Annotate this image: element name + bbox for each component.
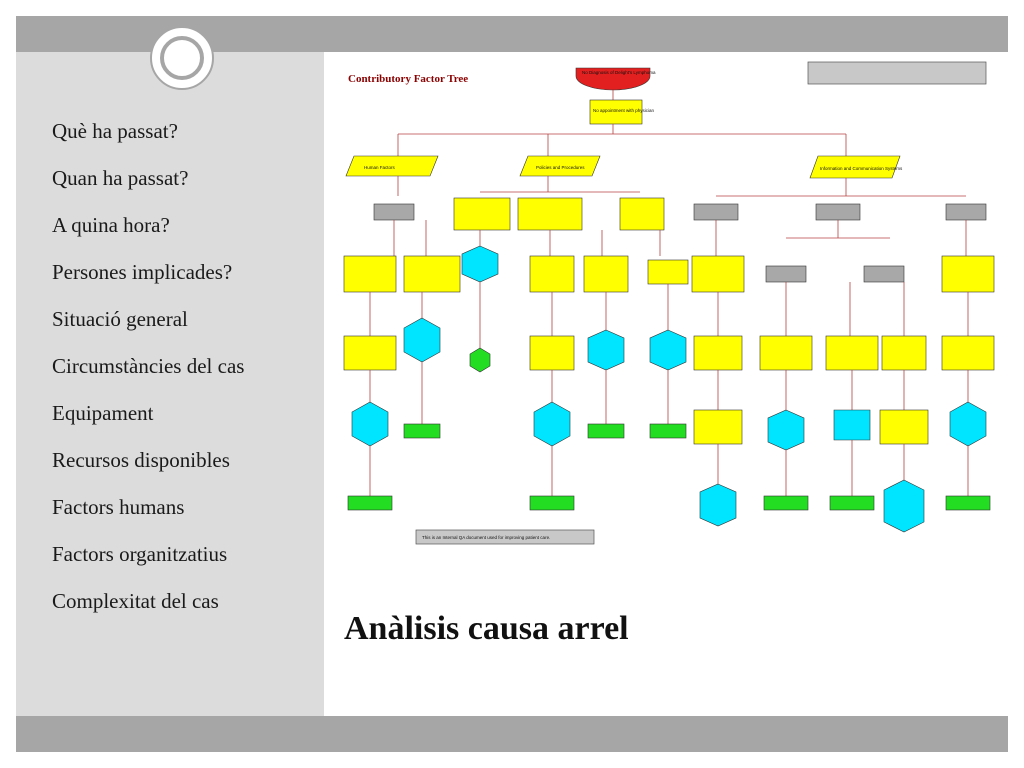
green-action-node [403,423,441,439]
gray-node [945,203,987,221]
yellow-node [691,255,745,293]
left-panel [16,52,324,716]
bullet-item: Complexitat del cas [52,589,219,613]
slide-title: Anàlisis causa arrel [344,610,629,647]
cyan-node [833,409,871,441]
footer-box [415,529,595,545]
green-action-node [587,423,625,439]
yellow-node [759,335,813,371]
bullet-item: Factors humans [52,495,185,519]
cyan-hexagon-node [767,409,805,451]
cyan-hexagon-node [403,317,441,363]
category-label: Human Factors [364,165,396,170]
category-label: Policies and Procedures [536,165,585,170]
decorative-ring-icon [150,26,214,90]
bottom-bar [16,716,1008,752]
category-node [519,155,601,177]
cyan-hexagon-node [649,329,687,371]
yellow-node [825,335,879,371]
green-action-node [649,423,687,439]
footer-label: This is an Internal QA document used for… [422,535,550,540]
yellow-node [693,409,743,445]
cyan-hexagon-node [699,483,737,527]
bullet-item: Recursos disponibles [52,448,230,472]
factor-tree-svg: Contributory Factor Tree No Diagnosis of… [343,61,995,545]
bullet-item: Què ha passat? [52,119,178,143]
yellow-node [453,197,511,231]
bullet-list: Què ha passat? Quan ha passat? A quina h… [52,112,322,629]
gray-node [765,265,807,283]
bullet-item: Equipament [52,401,154,425]
cyan-hexagon-node [587,329,625,371]
bullet-item: Factors organitzatius [52,542,228,566]
category-node [345,155,439,177]
category-label: Information and Communication Systems [820,166,903,171]
yellow-node [529,335,575,371]
diagram-title: Contributory Factor Tree [348,73,468,85]
cyan-hexagon-node [883,479,925,533]
green-action-node [469,347,491,373]
cyan-hexagon-node [949,401,987,447]
yellow-node [403,255,461,293]
green-action-node [529,495,575,511]
bullet-item: Situació general [52,307,188,331]
yellow-node [343,335,397,371]
cyan-hexagon-node [533,401,571,447]
root-node [575,67,651,91]
yellow-node [647,259,689,285]
gray-node [815,203,861,221]
yellow-node [941,335,995,371]
yellow-node [529,255,575,293]
top-node [589,99,643,125]
bullet-item: A quina hora? [52,213,170,237]
yellow-node [941,255,995,293]
green-action-node [347,495,393,511]
cyan-hexagon-node [351,401,389,447]
yellow-node [343,255,397,293]
yellow-node [619,197,665,231]
header-box [807,61,987,85]
category-node [809,155,901,179]
cyan-hexagon-node [461,245,499,283]
top-node-label: No appointment with physician [593,108,655,113]
yellow-node [881,335,927,371]
gray-node [863,265,905,283]
bullet-item: Circumstàncies del cas [52,354,245,378]
green-action-node [763,495,809,511]
yellow-node [517,197,583,231]
green-action-node [829,495,875,511]
yellow-node [693,335,743,371]
bullet-item: Persones implicades? [52,260,233,284]
green-action-node [945,495,991,511]
bullet-item: Quan ha passat? [52,166,189,190]
root-node-label: No Diagnosis of Delight's Lymphoma [582,70,656,75]
yellow-node [583,255,629,293]
yellow-node [879,409,929,445]
gray-node [693,203,739,221]
contributory-factor-tree-diagram: Contributory Factor Tree No Diagnosis of… [330,56,1000,556]
gray-node [373,203,415,221]
